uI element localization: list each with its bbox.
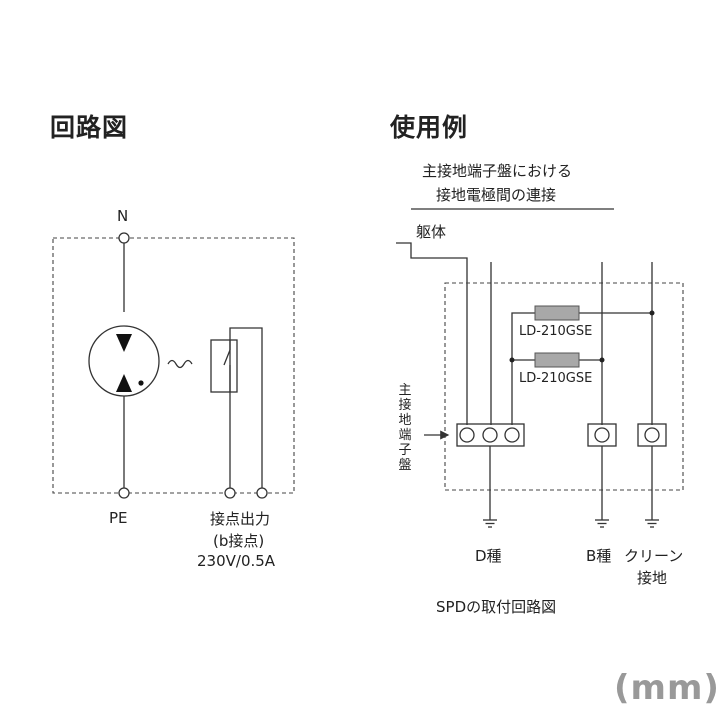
figure-caption: SPDの取付回路図	[436, 598, 557, 616]
ground-icon	[595, 519, 609, 528]
pe-terminal	[118, 487, 130, 499]
junction-dot	[509, 357, 515, 363]
unit-label: (mm)	[614, 668, 720, 708]
ld-210gse-device-2	[534, 352, 580, 368]
ld-210gse-device-1	[534, 305, 580, 321]
body-wire	[396, 242, 468, 425]
contact-box	[210, 339, 238, 393]
usage-example-title: 使用例	[390, 113, 469, 142]
circuit-diagram-title: 回路図	[50, 113, 129, 142]
clean-ground-label-line-1: クリーン	[624, 547, 684, 565]
device-boundary	[52, 237, 295, 494]
contact-output-label: 接点出力	[210, 510, 271, 528]
surge-arrow-down-icon	[116, 334, 132, 352]
contact-rating-label: 230V/0.5A	[197, 552, 276, 570]
contact-terminal-2	[256, 487, 268, 499]
clean-ground-label-line-2: 接地	[637, 569, 668, 587]
coupling-tilde-icon	[167, 359, 193, 369]
indicator-dot-icon	[138, 380, 144, 386]
usage-diagram	[396, 208, 684, 528]
surge-arrow-up-icon	[116, 374, 132, 392]
n-terminal	[118, 232, 130, 244]
device-1-label: LD-210GSE	[519, 324, 593, 339]
pe-label: PE	[109, 509, 128, 527]
n-label: N	[117, 207, 129, 225]
ground-icon	[645, 519, 659, 528]
d-class-ground-label: D種	[475, 547, 502, 565]
caption-line-2: 接地電極間の連接	[436, 186, 557, 204]
device-2-label: LD-210GSE	[519, 371, 593, 386]
b-class-ground-label: B種	[586, 547, 612, 565]
contact-terminal-1	[224, 487, 236, 499]
b-contact-switch-icon	[223, 349, 231, 366]
main-terminal-board-boundary	[444, 282, 684, 491]
contact-wires	[229, 327, 263, 488]
main-terminal-board-label: 主接地端子盤	[398, 383, 412, 473]
body-label: 躯体	[416, 223, 447, 241]
ground-icon	[483, 519, 497, 528]
ld-left-wire	[511, 312, 535, 425]
contact-type-label: (b接点)	[213, 532, 265, 550]
caption-line-1: 主接地端子盤における	[422, 162, 573, 180]
circuit-diagram	[52, 232, 295, 499]
junction-dot	[599, 357, 605, 363]
junction-dot	[649, 310, 655, 316]
